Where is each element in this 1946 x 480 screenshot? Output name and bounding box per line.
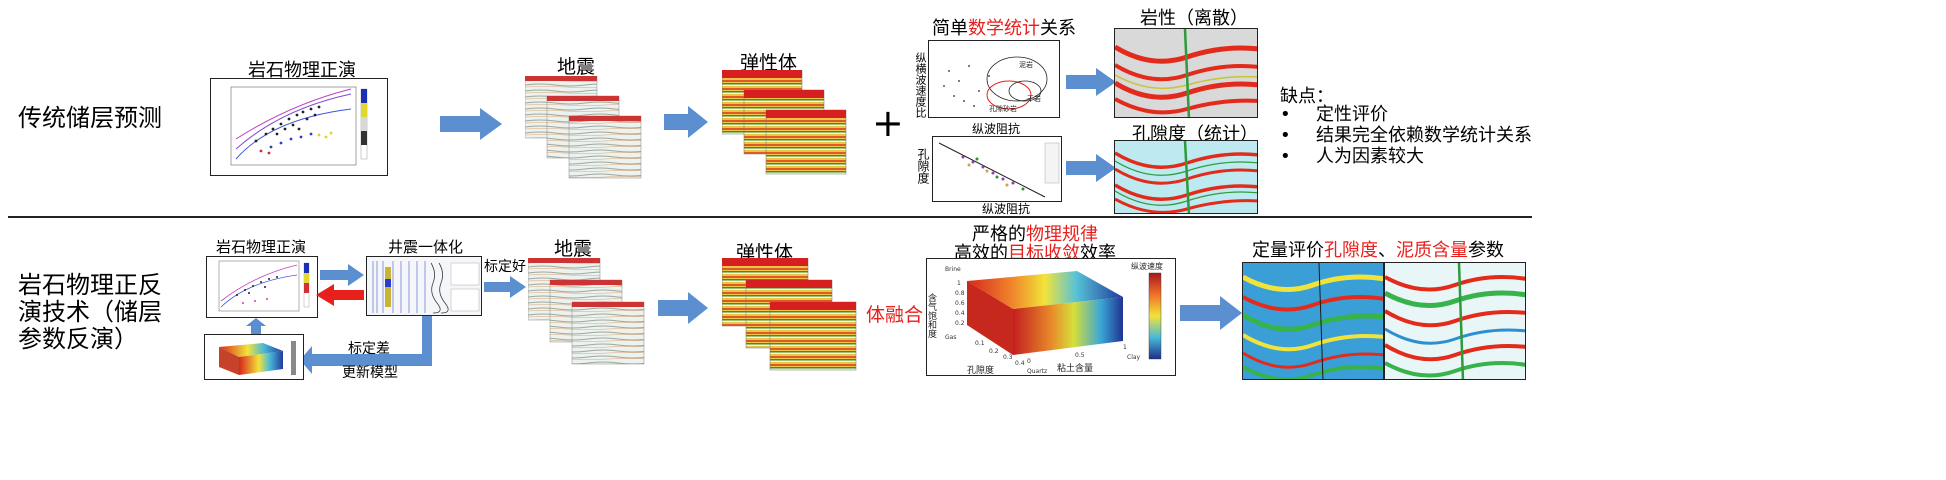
bottom-elastic-stack <box>722 258 862 378</box>
porosity-ylabel: 孔隙度 <box>916 148 930 184</box>
bottom-seismic-stack <box>528 258 648 370</box>
top-arrow-2 <box>664 106 708 138</box>
bottom-rock-physics-crossplot <box>206 256 318 318</box>
well-tie-panel <box>366 256 482 316</box>
update-model-label: 更新模型 <box>342 365 398 381</box>
porosity-title: 孔隙度（统计） <box>1132 124 1258 145</box>
cube-y-label: 粘土含量 <box>1057 362 1093 374</box>
top-elastic-stack <box>722 70 850 182</box>
plus-sign: + <box>872 101 904 145</box>
cube-z-label: 含气饱和度 <box>927 292 937 339</box>
cube-x-tick: 0.4 <box>1015 360 1025 367</box>
bottom-rock-physics-title: 岩石物理正演 <box>216 238 307 256</box>
drawbacks-title: 缺点： <box>1280 86 1334 107</box>
strict-physics-line: 严格的物理规律 <box>972 220 1098 246</box>
bottom-seismic-label: 地震 <box>554 238 593 260</box>
top-arrow-4 <box>1066 154 1116 182</box>
scatter-xlabel: 纵波阻抗 <box>972 122 1021 136</box>
stat-title-prefix: 简单 <box>932 18 968 39</box>
well-tie-title: 井震一体化 <box>388 238 464 256</box>
stat-scatter-plot: 泥岩 干岩 孔隙砂岩 <box>928 40 1060 118</box>
cube-y-tick: 1 <box>1123 344 1127 351</box>
result-suffix: 参数 <box>1468 240 1504 261</box>
top-rock-physics-crossplot <box>210 78 388 176</box>
top-rock-physics-title: 岩石物理正演 <box>248 60 356 81</box>
result-separator: 、 <box>1378 240 1396 261</box>
result-title: 定量评价孔隙度、泥质含量参数 <box>1252 236 1504 262</box>
top-row-label: 传统储层预测 <box>18 104 162 132</box>
strict-highlight: 物理规律 <box>1026 224 1098 245</box>
cube-z-tick: 0.6 <box>955 300 965 307</box>
cube-z-top-label: Brine <box>945 266 961 273</box>
fusion-label: 体融合 <box>866 304 924 326</box>
top-seismic-label: 地震 <box>557 56 596 78</box>
feedback-red-arrow <box>316 284 364 306</box>
bottom-row-label-line: 岩石物理正反 <box>18 271 162 299</box>
bottom-arrow-seismic-elastic <box>658 292 708 324</box>
top-arrow-3 <box>1066 68 1116 96</box>
drawback-item: •人为因素较大 <box>1280 146 1424 167</box>
cluster-dry: 干岩 <box>1027 94 1041 103</box>
cube-colorbar-title: 纵波速度 <box>1131 261 1163 271</box>
drawback-item: •定性评价 <box>1280 104 1388 125</box>
cube-y-tick: 0.5 <box>1075 352 1085 359</box>
cube-y-tick: 0 <box>1027 358 1031 365</box>
updated-model-cube <box>204 334 304 380</box>
strict-prefix: 严格的 <box>972 224 1026 245</box>
cube-y-end-top: Clay <box>1127 354 1141 361</box>
cube-x-tick: 0.2 <box>989 348 999 355</box>
cube-z-bottom-label: Gas <box>945 334 956 341</box>
stat-relation-title: 简单数学统计关系 <box>932 14 1076 40</box>
bottom-arrow-to-result <box>1180 296 1242 330</box>
top-seismic-stack <box>525 76 645 186</box>
top-arrow-1 <box>440 108 502 140</box>
calibration-loop-arrow <box>300 316 432 374</box>
drawbacks-list: •定性评价 •结果完全依赖数学统计关系 •人为因素较大 <box>1280 104 1532 167</box>
lithology-title: 岩性（离散） <box>1140 8 1248 29</box>
cube-x-tick: 0.1 <box>975 340 985 347</box>
calibrated-good-label: 标定好 <box>484 259 526 275</box>
lithology-section <box>1114 28 1258 118</box>
result-shale-section <box>1384 262 1526 380</box>
result-highlight-shale: 泥质含量 <box>1396 240 1468 261</box>
cube-x-tick: 0.3 <box>1003 354 1013 361</box>
cube-z-tick: 0.2 <box>955 320 965 327</box>
result-highlight-porosity: 孔隙度 <box>1324 240 1378 261</box>
rock-physics-template-cube: Brine 1 0.8 0.6 0.4 0.2 Gas 0.1 0.2 0.3 … <box>926 258 1176 376</box>
row-divider <box>8 216 1532 218</box>
bottom-row-label-line: 演技术（储层 <box>18 298 162 326</box>
cube-z-tick: 0.8 <box>955 290 965 297</box>
calibrated-good-arrow <box>484 276 526 298</box>
drawback-item: •结果完全依赖数学统计关系 <box>1280 125 1532 146</box>
calibrated-bad-label: 标定差 <box>348 341 390 357</box>
forward-arrow <box>320 264 364 286</box>
porosity-section <box>1114 140 1258 214</box>
stat-title-highlight: 数学统计 <box>968 18 1040 39</box>
cluster-mudstone: 泥岩 <box>1019 60 1033 69</box>
result-prefix: 定量评价 <box>1252 240 1324 261</box>
result-porosity-section <box>1242 262 1384 380</box>
bottom-row-label-line: 参数反演） <box>18 325 138 353</box>
cube-z-tick: 1 <box>957 280 961 287</box>
cube-z-tick: 0.4 <box>955 310 965 317</box>
top-elastic-label: 弹性体 <box>740 52 798 74</box>
stat-title-suffix: 关系 <box>1040 18 1076 39</box>
scatter-ylabel: 纵横波速度比 <box>914 52 927 118</box>
bottom-row-label: 岩石物理正反 演技术（储层 参数反演） <box>18 272 162 353</box>
update-up-arrow <box>246 318 266 334</box>
cube-y-end-bottom: Quartz <box>1027 368 1047 375</box>
cube-x-label: 孔隙度 <box>967 364 994 376</box>
porosity-scatter-plot <box>932 136 1062 202</box>
cluster-pore: 孔隙砂岩 <box>989 104 1017 113</box>
porosity-xlabel: 纵波阻抗 <box>982 202 1031 216</box>
